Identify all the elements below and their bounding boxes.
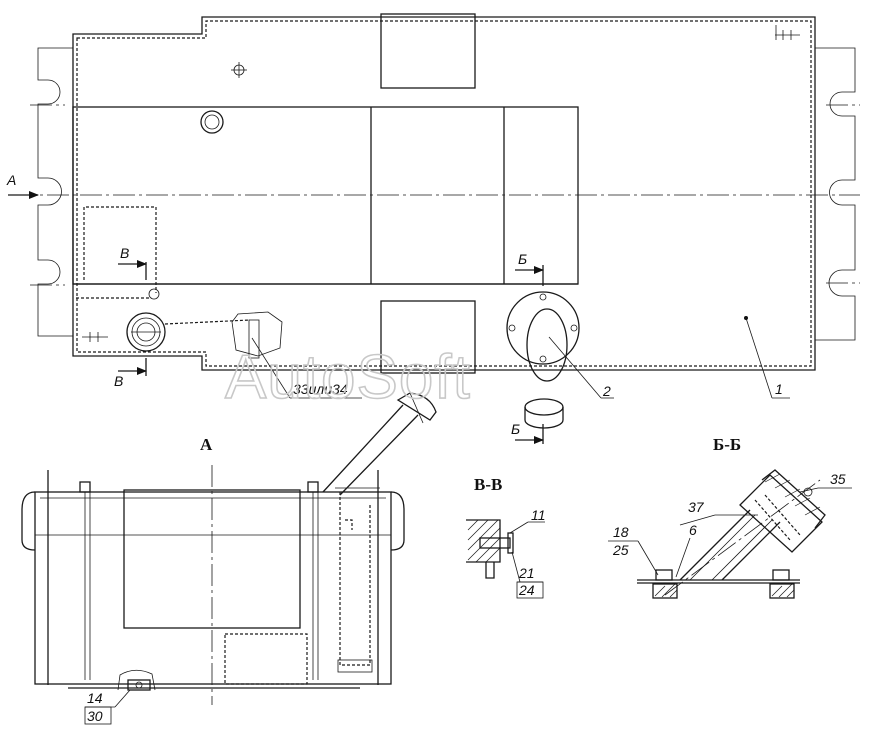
marker-v-top: В bbox=[120, 245, 129, 261]
callout-33-34: 33или34 bbox=[293, 381, 348, 397]
plan-view bbox=[14, 13, 860, 429]
callout-6: 6 bbox=[689, 522, 697, 538]
watermark-text: AutoSoft bbox=[225, 343, 471, 412]
callout-1: 1 bbox=[775, 381, 783, 397]
right-mounting-bracket bbox=[815, 47, 856, 341]
marker-a: А bbox=[6, 172, 16, 188]
marker-b-top: Б bbox=[518, 251, 527, 267]
section-bb-title: Б-Б bbox=[713, 435, 741, 454]
callout-30: 30 bbox=[87, 708, 103, 724]
filler-neck bbox=[506, 291, 580, 429]
callout-21: 21 bbox=[518, 565, 535, 581]
callout-37: 37 bbox=[688, 499, 705, 515]
small-mark-left bbox=[82, 332, 108, 342]
callout-2: 2 bbox=[602, 383, 611, 399]
section-bb: Б-Б bbox=[608, 435, 852, 599]
section-markers: А В В Б Б bbox=[6, 172, 544, 444]
inner-compartment bbox=[72, 106, 579, 285]
callout-18: 18 bbox=[613, 524, 629, 540]
callout-11: 11 bbox=[531, 507, 546, 523]
callout-24: 24 bbox=[518, 582, 535, 598]
level-gauge bbox=[126, 311, 283, 359]
view-a-title: А bbox=[200, 435, 213, 454]
marker-v-bottom: В bbox=[114, 373, 123, 389]
sensor-mark bbox=[231, 62, 247, 78]
callout-35: 35 bbox=[830, 471, 846, 487]
left-mounting-bracket bbox=[37, 47, 73, 337]
tank-weld-seam bbox=[76, 20, 812, 367]
section-vv-title: В-В bbox=[474, 475, 502, 494]
suction-pipe bbox=[83, 206, 157, 293]
marker-b-bottom: Б bbox=[511, 421, 520, 437]
front-view-a: А 14 30 bbox=[21, 392, 437, 725]
callout-14: 14 bbox=[87, 690, 103, 706]
small-mark-right bbox=[775, 30, 800, 40]
front-tank-body bbox=[34, 491, 392, 685]
front-hatch bbox=[123, 489, 301, 629]
callout-25: 25 bbox=[612, 542, 629, 558]
bottom-hatch bbox=[380, 300, 476, 374]
section-vv: В-В 11 21 24 bbox=[466, 475, 546, 599]
drain-fitting bbox=[200, 110, 224, 134]
top-hatch bbox=[380, 13, 476, 89]
tank-outline bbox=[72, 16, 816, 371]
